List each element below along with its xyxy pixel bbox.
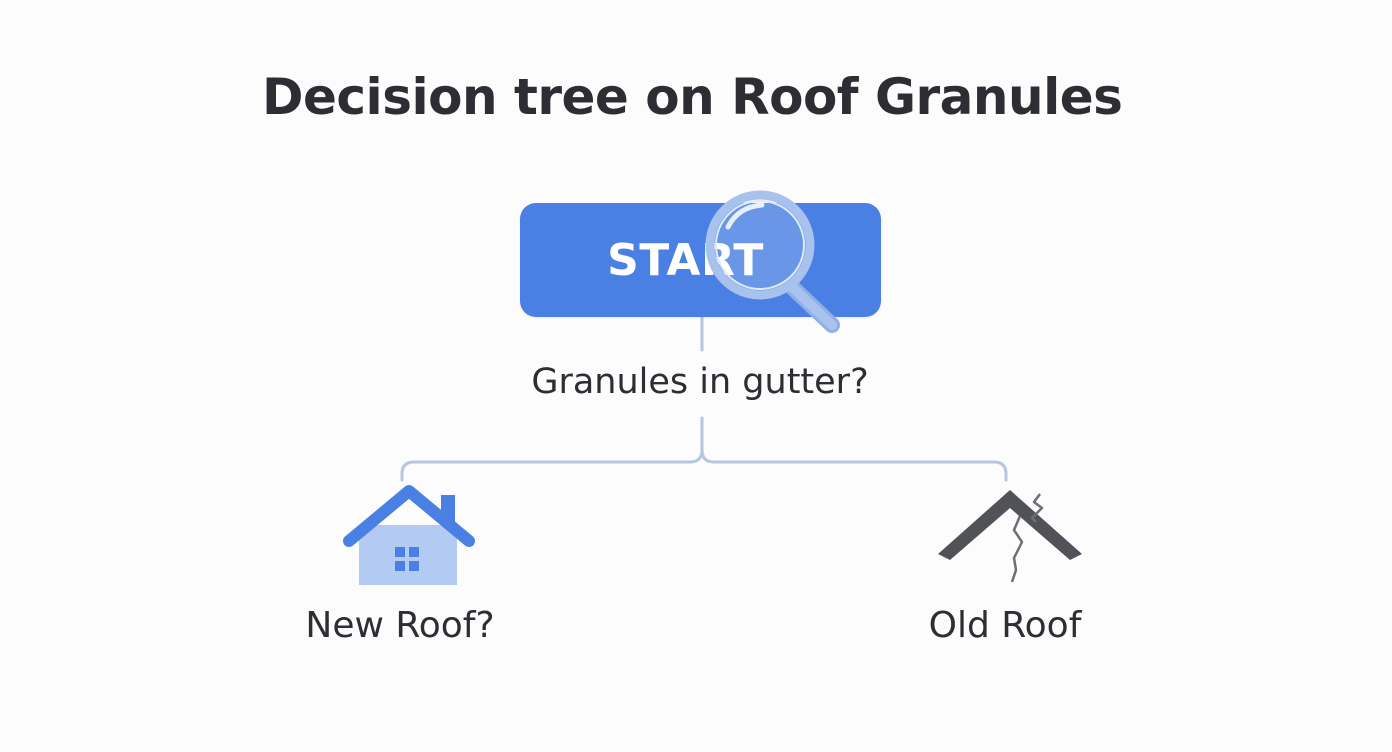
start-node-button[interactable]: START — [520, 203, 881, 317]
start-label: START — [607, 234, 764, 286]
question-label: Granules in gutter? — [531, 362, 869, 402]
diagram-title: Decision tree on Roof Granules — [262, 68, 1123, 126]
house-icon — [343, 485, 475, 585]
old-roof-label: Old Roof — [928, 605, 1082, 646]
left-branch-connector — [400, 416, 704, 482]
magnifying-glass-icon — [705, 190, 840, 333]
cracked-roof-icon — [938, 490, 1082, 583]
right-branch-connector — [700, 448, 1008, 482]
new-roof-label: New Roof? — [305, 605, 495, 646]
